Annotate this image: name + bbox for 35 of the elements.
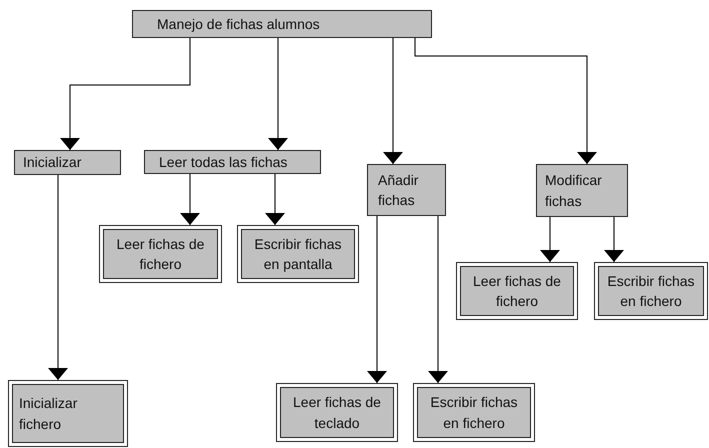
arrow bbox=[180, 174, 200, 226]
process-box bbox=[276, 383, 398, 442]
box-label: Inicializar fichero bbox=[19, 394, 78, 434]
arrow bbox=[383, 38, 403, 164]
box-label: Inicializar bbox=[23, 153, 82, 172]
arrow bbox=[414, 38, 597, 164]
process-box bbox=[99, 225, 222, 283]
process-box bbox=[367, 164, 446, 216]
arrow bbox=[428, 216, 448, 384]
process-box bbox=[144, 150, 321, 174]
arrow bbox=[265, 174, 285, 226]
arrow bbox=[604, 216, 624, 262]
arrow bbox=[60, 38, 190, 150]
box-label: Leer fichas de fichero bbox=[116, 234, 206, 274]
process-box bbox=[413, 383, 535, 442]
arrow bbox=[268, 38, 288, 150]
box-label: Escribir fichas en pantalla bbox=[253, 234, 343, 274]
process-box bbox=[594, 262, 708, 320]
box-label: Leer fichas de teclado bbox=[292, 393, 382, 432]
box-label: Escribir fichas en fichero bbox=[429, 393, 519, 432]
arrow bbox=[540, 216, 560, 262]
box-label: Escribir fichas en fichero bbox=[606, 272, 696, 311]
process-box bbox=[456, 262, 578, 320]
process-box bbox=[536, 164, 628, 217]
box-label: Leer todas las fichas bbox=[159, 152, 288, 172]
arrow bbox=[367, 216, 387, 384]
box-label: Modificar fichas bbox=[545, 171, 603, 210]
box-label: Manejo de fichas alumnos bbox=[157, 14, 320, 34]
process-box bbox=[237, 225, 359, 283]
process-box bbox=[8, 380, 128, 447]
box-label: Añadir fichas bbox=[378, 170, 420, 210]
arrow bbox=[48, 174, 68, 380]
title-box bbox=[132, 10, 432, 38]
box-label: Leer fichas de fichero bbox=[472, 272, 562, 311]
process-box bbox=[14, 150, 121, 175]
